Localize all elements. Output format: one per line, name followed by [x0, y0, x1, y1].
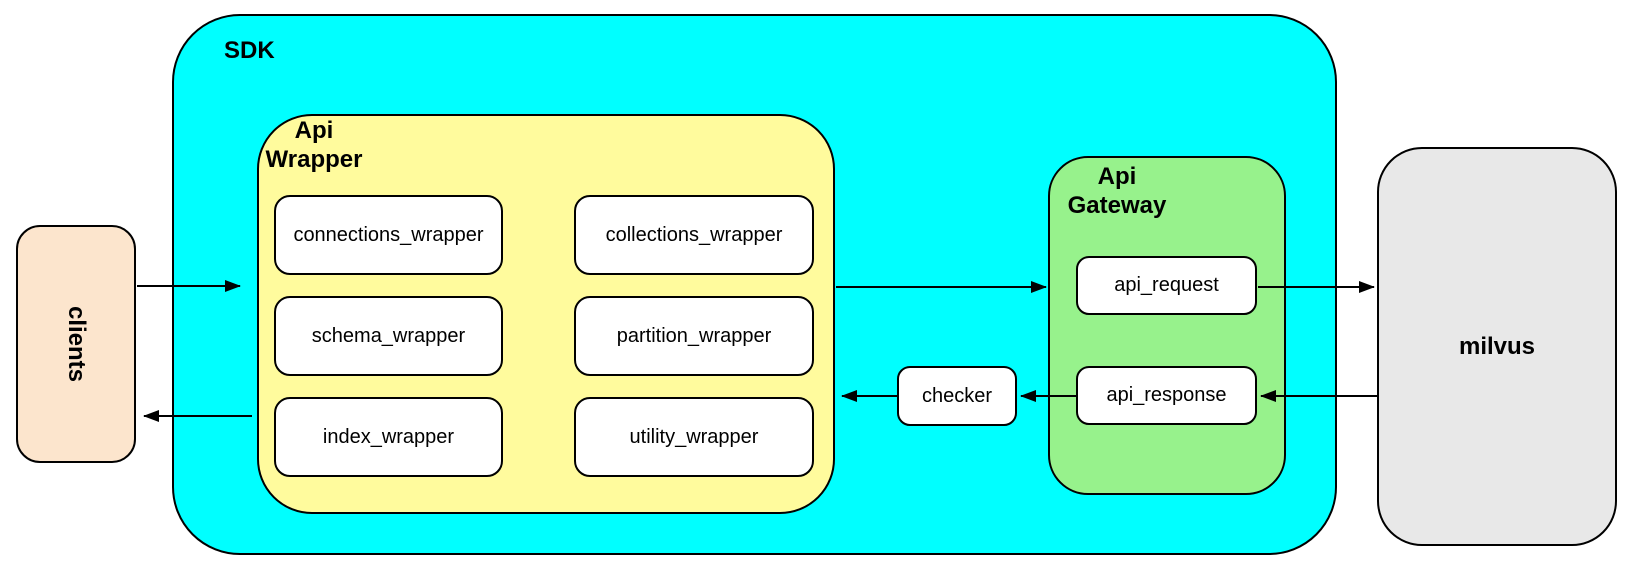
- api-gateway-label: Api Gateway: [1067, 163, 1167, 220]
- schema-wrapper-label: schema_wrapper: [311, 324, 466, 347]
- connections-wrapper-node: connections_wrapper: [274, 195, 503, 275]
- schema-wrapper-node: schema_wrapper: [274, 296, 503, 376]
- clients-node: clients: [16, 225, 136, 463]
- checker-label: checker: [921, 384, 993, 407]
- connections-wrapper-label: connections_wrapper: [293, 223, 484, 246]
- collections-wrapper-label: collections_wrapper: [605, 223, 783, 246]
- api-request-label: api_request: [1114, 274, 1219, 296]
- api-wrapper-label: Api Wrapper: [265, 117, 363, 174]
- utility-wrapper-node: utility_wrapper: [574, 397, 814, 477]
- api-gateway-container: [1048, 156, 1286, 495]
- api-response-node: api_response: [1076, 366, 1257, 425]
- index-wrapper-label: index_wrapper: [322, 425, 455, 448]
- index-wrapper-node: index_wrapper: [274, 397, 503, 477]
- milvus-label: milvus: [1458, 332, 1536, 360]
- partition-wrapper-node: partition_wrapper: [574, 296, 814, 376]
- api-response-label: api_response: [1106, 384, 1227, 406]
- partition-wrapper-label: partition_wrapper: [616, 324, 772, 347]
- milvus-node: milvus: [1377, 147, 1617, 546]
- clients-label: clients: [63, 305, 90, 383]
- collections-wrapper-node: collections_wrapper: [574, 195, 814, 275]
- api-request-node: api_request: [1076, 256, 1257, 315]
- checker-node: checker: [897, 366, 1017, 426]
- utility-wrapper-label: utility_wrapper: [629, 425, 759, 448]
- sdk-label: SDK: [224, 37, 275, 64]
